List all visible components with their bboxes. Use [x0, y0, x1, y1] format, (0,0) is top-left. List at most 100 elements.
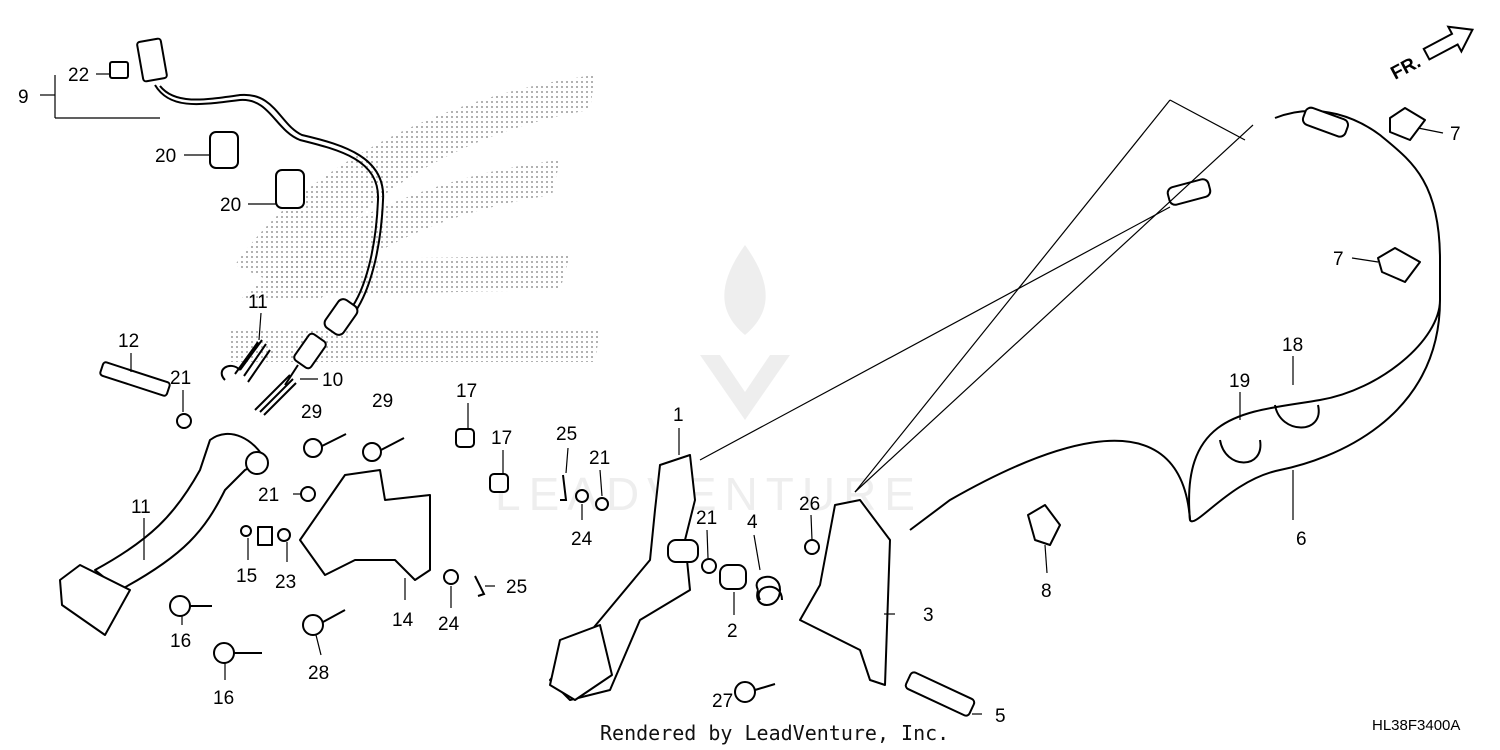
callout-23: 23 — [275, 572, 296, 593]
front-direction-marker: FR. — [1387, 25, 1475, 85]
cable-holder — [1027, 504, 1061, 546]
callout-8: 8 — [1041, 581, 1052, 602]
callout-13: 12 — [118, 331, 139, 352]
washer-24 — [443, 569, 459, 585]
pedal-bracket — [299, 469, 431, 581]
callout-20: 20 — [155, 146, 176, 167]
brake-pedal-pad — [59, 564, 131, 636]
pedal-boss — [245, 451, 269, 475]
front-direction-label: FR. — [1387, 52, 1424, 85]
harness-connector — [136, 37, 168, 83]
bracket-bolt-b — [362, 437, 405, 462]
callout-14: 14 — [392, 610, 414, 631]
callout-11: 11 — [131, 497, 151, 518]
washer-24b — [575, 489, 589, 503]
callout-25: 25 — [556, 424, 577, 445]
nut-21b — [595, 497, 609, 511]
return-spring — [220, 339, 271, 383]
callout-7: 7 — [1450, 124, 1461, 145]
callout-2: 2 — [727, 621, 738, 642]
accelerator-pedal-pad — [549, 624, 613, 701]
cotter-pin — [474, 575, 486, 597]
harness-clamp-lower — [275, 169, 305, 209]
callout-5: 5 — [995, 706, 1006, 727]
cable-tie-19 — [1219, 439, 1262, 464]
callout-24: 24 — [438, 614, 460, 635]
callout-18: 18 — [1282, 335, 1303, 356]
callout-16: 16 — [213, 688, 234, 709]
callout-25: 25 — [506, 577, 527, 598]
brake-pedal-arm — [94, 433, 266, 591]
cable-end-fitting — [1166, 178, 1212, 206]
brake-light-switch — [284, 298, 359, 386]
bracket-bolt-c — [302, 609, 346, 636]
pedal-pivot-pin — [99, 361, 171, 397]
callout-17: 17 — [456, 381, 477, 402]
callout-22: 22 — [68, 65, 89, 86]
bracket-bolt-a — [303, 433, 347, 458]
callout-24: 24 — [571, 529, 593, 550]
callout-16: 16 — [170, 631, 191, 652]
cotter-pin-25 — [560, 474, 568, 501]
accelerator-bracket — [799, 499, 891, 686]
callout-4: 4 — [747, 512, 758, 533]
cable-adjuster — [1301, 106, 1350, 138]
collar-21 — [701, 558, 717, 574]
accelerator-group — [549, 454, 976, 717]
callout-6: 6 — [1296, 529, 1307, 550]
callout-21: 21 — [589, 448, 610, 469]
callout-27: 27 — [712, 691, 733, 712]
brake-pedal-group — [59, 339, 297, 664]
throttle-cable — [1188, 109, 1441, 523]
callout-29: 29 — [301, 402, 322, 423]
torsion-spring — [755, 575, 783, 606]
callout-17: 17 — [491, 428, 512, 449]
callout-21: 21 — [696, 508, 717, 529]
harness-clamp-upper — [209, 131, 239, 169]
pedal-stopper — [257, 526, 273, 546]
bracket-nut-b — [489, 473, 509, 493]
washer — [176, 413, 192, 429]
nut-21 — [300, 486, 316, 502]
callout-19: 19 — [1229, 371, 1250, 392]
callout-15: 15 — [236, 566, 257, 587]
cable-clamp-lower — [1377, 247, 1421, 283]
assembly-leader-lines — [699, 99, 1254, 493]
bracket-nut-a — [455, 428, 475, 448]
nut — [277, 528, 291, 542]
small-washer — [240, 525, 252, 537]
render-credit: Rendered by LeadVenture, Inc. — [600, 721, 949, 745]
pedal-spring-coil — [254, 374, 297, 416]
bolt-27 — [734, 681, 776, 703]
pedal-bushing — [667, 539, 699, 563]
callout-29: 29 — [372, 391, 393, 412]
callout-9: 9 — [18, 87, 29, 108]
brake-switch-harness — [109, 37, 385, 386]
callout-1: 1 — [673, 405, 684, 426]
callout-21: 21 — [170, 368, 191, 389]
pedal-pin-5 — [904, 671, 976, 717]
flange-bolt-lower — [213, 642, 262, 664]
flange-bolt-upper — [169, 595, 212, 617]
cable-tie-18 — [1274, 404, 1320, 429]
throttle-cable-group — [909, 106, 1441, 546]
cable-clamp-upper — [1389, 107, 1426, 141]
throttle-cable-inner — [909, 439, 1191, 531]
callout-21: 21 — [258, 485, 279, 506]
pedal-collar — [719, 564, 747, 590]
callout-labels: 9 22 20 20 11 10 12 21 11 15 23 16 16 28… — [18, 65, 1461, 727]
drawing-code: HL38F3400A — [1372, 717, 1460, 734]
connector-clip — [109, 61, 129, 79]
callout-26: 26 — [799, 494, 820, 515]
callout-12: 11 — [248, 292, 268, 313]
bolt-26 — [804, 539, 820, 555]
callout-10: 10 — [322, 370, 343, 391]
callout-7: 7 — [1333, 249, 1344, 270]
honda-wing-logo — [230, 75, 600, 362]
callout-3: 3 — [923, 605, 934, 626]
callout-20: 20 — [220, 195, 241, 216]
callout-28: 28 — [308, 663, 329, 684]
front-arrow-icon — [1422, 25, 1475, 61]
pedal-bracket-group — [299, 428, 509, 636]
